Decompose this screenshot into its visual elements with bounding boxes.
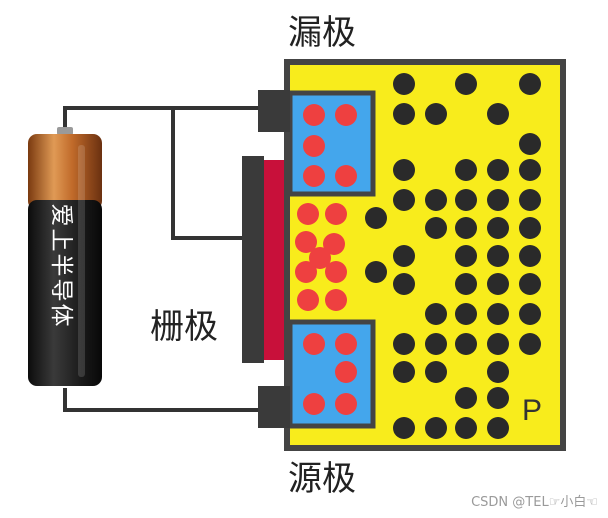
battery <box>28 127 102 386</box>
electron-dot <box>303 104 325 126</box>
gate-label: 栅极 <box>150 307 218 347</box>
hole-dot <box>455 189 477 211</box>
hole-dot <box>487 333 509 355</box>
electron-dot <box>295 231 317 253</box>
hole-dot <box>519 303 541 325</box>
hole-dot <box>425 333 447 355</box>
hole-dot <box>519 133 541 155</box>
hole-dot <box>455 217 477 239</box>
electron-dot <box>303 333 325 355</box>
hole-dot <box>455 273 477 295</box>
electron-dot <box>335 333 357 355</box>
hole-dot <box>487 103 509 125</box>
battery-label: 爱上半导体 <box>48 203 74 329</box>
hole-dot <box>455 417 477 439</box>
battery-terminal <box>57 127 73 135</box>
hole-dot <box>365 261 387 283</box>
hole-dot <box>455 333 477 355</box>
electron-dot <box>323 233 345 255</box>
hole-dot <box>393 361 415 383</box>
source-label: 源极 <box>288 459 356 499</box>
hole-dot <box>487 273 509 295</box>
gate-electrode <box>242 156 264 363</box>
electron-dot <box>325 203 347 225</box>
hole-dot <box>519 159 541 181</box>
electron-dot <box>303 135 325 157</box>
hole-dot <box>455 303 477 325</box>
hole-dot <box>425 189 447 211</box>
wire-battery-to-drain <box>63 106 262 130</box>
electron-dot <box>325 289 347 311</box>
hole-dot <box>425 417 447 439</box>
electron-dot <box>335 393 357 415</box>
hole-dot <box>519 189 541 211</box>
electron-dot <box>325 261 347 283</box>
electron-dot <box>309 247 331 269</box>
electron-dot <box>303 165 325 187</box>
electron-dot <box>303 393 325 415</box>
drain-contact <box>258 90 290 132</box>
n-region-drain <box>287 90 376 197</box>
electron-dot <box>335 104 357 126</box>
hole-dot <box>487 361 509 383</box>
hole-dot <box>425 303 447 325</box>
hole-dot <box>487 189 509 211</box>
hole-dot <box>487 159 509 181</box>
hole-dot <box>455 245 477 267</box>
hole-dot <box>519 217 541 239</box>
hole-dot <box>455 159 477 181</box>
hole-dot <box>519 73 541 95</box>
battery-highlight <box>78 145 85 377</box>
electron-dot <box>295 261 317 283</box>
hole-dot <box>487 303 509 325</box>
hole-dot <box>393 73 415 95</box>
hole-dot <box>393 159 415 181</box>
watermark: CSDN @TEL☞小白☜ <box>471 495 598 510</box>
drain-label: 漏极 <box>288 13 356 53</box>
hole-dot <box>487 417 509 439</box>
wire-battery-to-source <box>63 388 262 412</box>
electron-dot <box>335 361 357 383</box>
electron-dot <box>297 289 319 311</box>
hole-dot <box>487 217 509 239</box>
hole-dot <box>425 217 447 239</box>
hole-dot <box>393 333 415 355</box>
hole-dot <box>455 387 477 409</box>
electron-dot <box>335 165 357 187</box>
hole-dot <box>519 273 541 295</box>
hole-dot <box>393 189 415 211</box>
substrate-type-label: P <box>522 394 543 427</box>
battery-body <box>28 200 102 386</box>
hole-dot <box>425 103 447 125</box>
hole-dot <box>393 245 415 267</box>
circuit-wires <box>63 106 262 412</box>
hole-dot <box>393 417 415 439</box>
carrier-dots <box>295 73 541 439</box>
source-contact <box>258 386 290 428</box>
hole-dot <box>487 387 509 409</box>
wire-drain-to-gate <box>171 108 244 240</box>
electron-dot <box>297 203 319 225</box>
hole-dot <box>365 207 387 229</box>
gate-insulator <box>264 160 284 360</box>
n-region-source <box>287 319 376 429</box>
hole-dot <box>519 245 541 267</box>
hole-dot <box>425 361 447 383</box>
battery-top-copper <box>28 134 102 210</box>
hole-dot <box>393 273 415 295</box>
hole-dot <box>455 73 477 95</box>
hole-dot <box>487 245 509 267</box>
hole-dot <box>393 103 415 125</box>
hole-dot <box>519 333 541 355</box>
